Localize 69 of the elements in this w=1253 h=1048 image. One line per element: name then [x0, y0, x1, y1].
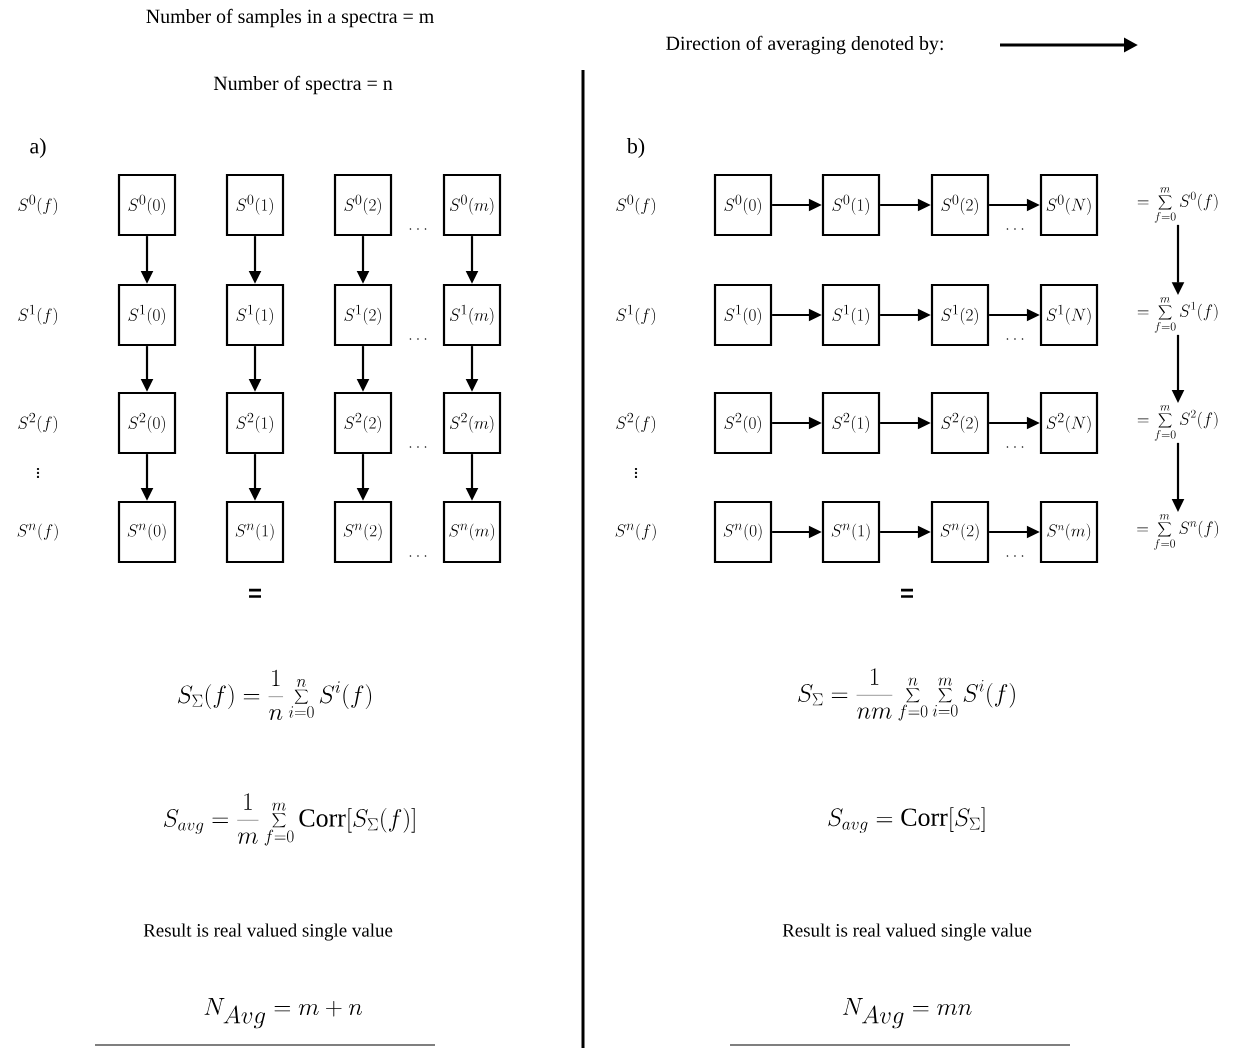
result-equation: $N_{Avg} = m + n$	[204, 997, 362, 1029]
ellipsis: $\dots$	[1006, 446, 1024, 448]
grid-box: $S^2(N)$	[1039, 391, 1099, 455]
sum-formula: $= \sum_{f=0}^{m} S^2(f)$	[1137, 405, 1218, 441]
row-label: $S^n(f)$	[17, 523, 58, 541]
heading-text: Number of samples in a spectra = m	[146, 8, 434, 28]
grid-box: $S^n(2)$	[930, 500, 990, 564]
grid-box: $S^0(N)$	[1039, 173, 1099, 237]
grid-box: $S^1(2)$	[930, 283, 990, 347]
note-text: Result is real valued single value	[143, 923, 393, 941]
panel-label: b)	[626, 138, 645, 158]
ellipsis: $\vdots$	[36, 467, 40, 479]
row-label: $S^0(f)$	[18, 194, 58, 215]
row-label: $S^2(f)$	[616, 412, 656, 433]
grid-box: $S^1(1)$	[225, 283, 285, 347]
grid-box: $S^1(0)$	[713, 283, 773, 347]
ellipsis: $\dots$	[409, 338, 427, 340]
grid-box: $S^1(m)$	[442, 283, 502, 347]
grid-box: $S^1(1)$	[821, 283, 881, 347]
panel-label: a)	[30, 138, 46, 158]
grid-box: $S^n(2)$	[333, 500, 393, 564]
grid-box: $S^1(2)$	[333, 283, 393, 347]
grid-box: $S^0(0)$	[713, 173, 773, 237]
row-label: $S^2(f)$	[18, 412, 58, 433]
row-label: $S^1(f)$	[18, 304, 58, 325]
row-label: $S^n(f)$	[615, 523, 656, 541]
grid-box: $S^0(m)$	[442, 173, 502, 237]
grid-box: $S^0(1)$	[225, 173, 285, 237]
grid-box: $S^n(m)$	[1039, 500, 1099, 564]
equation: $S_\Sigma(f) = \frac{1}{n}\sum_{i=0}^{n} S^i(f)$	[177, 669, 372, 721]
grid-box: $S^n(0)$	[713, 500, 773, 564]
ellipsis: $\dots$	[409, 555, 427, 557]
sum-formula: $= \sum_{f=0}^{m} S^n(f)$	[1137, 514, 1219, 550]
ellipsis: $\dots$	[1006, 228, 1024, 230]
ellipsis: $\dots$	[409, 446, 427, 448]
ellipsis: $\vdots$	[634, 467, 638, 479]
row-label: $S^0(f)$	[616, 194, 656, 215]
grid-box: $S^1(0)$	[117, 283, 177, 347]
result-equation: $N_{Avg} = mn$	[842, 997, 972, 1029]
note-text: Result is real valued single value	[782, 923, 1032, 941]
heading-text: Number of spectra = n	[213, 75, 393, 95]
grid-box: $S^n(1)$	[225, 500, 285, 564]
grid-box: $S^n(0)$	[117, 500, 177, 564]
ellipsis: $\dots$	[1006, 338, 1024, 340]
grid-box: $S^n(m)$	[442, 500, 502, 564]
equation: $S_{avg} = \mathrm{Corr}[S_\Sigma]$	[828, 807, 985, 833]
equation: $S_{avg} = \frac{1}{m}\sum_{f=0}^{m} \mathrm{Corr}[S_\Sigma(f)]$	[163, 793, 415, 846]
grid-box: $S^2(2)$	[333, 391, 393, 455]
grid-box: $S^2(1)$	[225, 391, 285, 455]
grid-box: $S^0(2)$	[333, 173, 393, 237]
equals-sign: =	[249, 588, 261, 598]
grid-box: $S^2(0)$	[713, 391, 773, 455]
grid-box: $S^1(N)$	[1039, 283, 1099, 347]
sum-formula: $= \sum_{f=0}^{m} S^0(f)$	[1137, 187, 1218, 223]
heading-text: Direction of averaging denoted by:	[666, 35, 943, 55]
row-label: $S^1(f)$	[616, 304, 656, 325]
equation: $S_\Sigma = \frac{1}{nm}\sum_{f=0}^{n}\sum_{i=0}^{m} S^i(f)$	[798, 668, 1015, 721]
grid-box: $S^2(2)$	[930, 391, 990, 455]
equals-sign: =	[901, 588, 913, 598]
grid-box: $S^0(2)$	[930, 173, 990, 237]
grid-box: $S^0(1)$	[821, 173, 881, 237]
grid-box: $S^0(0)$	[117, 173, 177, 237]
grid-box: $S^n(1)$	[821, 500, 881, 564]
grid-box: $S^2(m)$	[442, 391, 502, 455]
grid-box: $S^2(0)$	[117, 391, 177, 455]
sum-formula: $= \sum_{f=0}^{m} S^1(f)$	[1137, 297, 1218, 333]
ellipsis: $\dots$	[1006, 555, 1024, 557]
ellipsis: $\dots$	[409, 228, 427, 230]
grid-box: $S^2(1)$	[821, 391, 881, 455]
